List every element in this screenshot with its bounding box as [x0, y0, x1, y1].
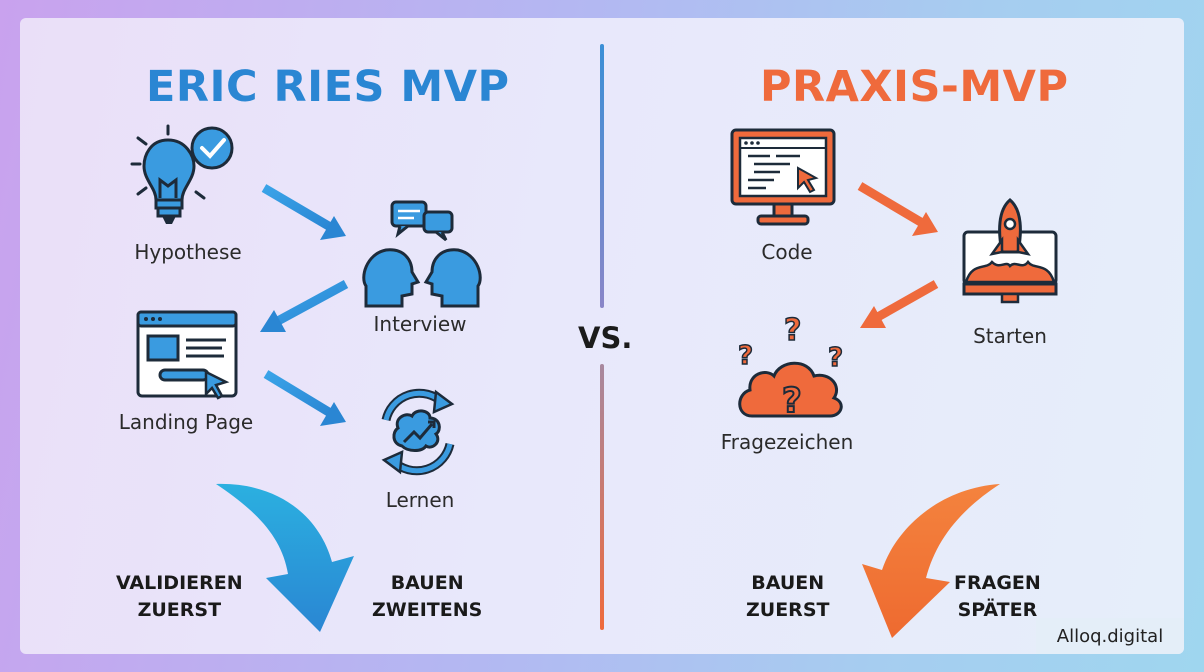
arrow-starten-to-fragezeichen: [860, 280, 939, 328]
big-arrow-right: [862, 484, 1000, 638]
cloud-question-icon: ? ? ? ?: [737, 312, 844, 422]
step-interview: Interview: [373, 312, 467, 336]
arrow-landing-to-lernen: [263, 370, 346, 426]
right-title: PRAXIS-MVP: [760, 62, 1069, 112]
watermark: Alloq.digital: [1036, 618, 1184, 654]
phrase-bauen-zuerst: BAUEN ZUERST: [746, 572, 830, 621]
svg-text:?: ?: [738, 341, 753, 371]
big-arrow-left: [216, 483, 354, 632]
arrow-code-to-starten: [857, 182, 938, 236]
left-title: ERIC RIES MVP: [146, 62, 510, 112]
phrase-validieren-zuerst: VALIDIEREN ZUERST: [116, 572, 243, 621]
phrase-bauen-zweitens: BAUEN ZWEITENS: [372, 572, 483, 621]
step-landing-page: Landing Page: [118, 410, 254, 434]
arrow-hypothese-to-interview: [261, 184, 346, 240]
versus-label: VS.: [578, 321, 633, 355]
svg-text:?: ?: [784, 313, 801, 348]
rocket-launch-icon: [962, 198, 1058, 304]
content-panel: ERIC RIES MVP PRAXIS-MVP VS. Hypothese: [20, 18, 1184, 654]
left-flow-arrows: [216, 184, 354, 632]
phrase-fragen-spaeter: FRAGEN SPÄTER: [954, 572, 1041, 621]
step-code: Code: [761, 240, 813, 264]
brain-cycle-icon: [381, 388, 455, 476]
svg-text:?: ?: [782, 381, 802, 421]
step-fragezeichen: Fragezeichen: [720, 430, 854, 454]
two-heads-speech-icon: [362, 200, 482, 308]
divider-top: [600, 44, 604, 308]
arrow-interview-to-landing: [260, 280, 349, 332]
right-flow-arrows: [857, 182, 1000, 638]
browser-window-icon: [136, 310, 238, 400]
step-hypothese: Hypothese: [134, 240, 242, 264]
divider-bottom: [600, 364, 604, 630]
lightbulb-check-icon: [130, 124, 234, 224]
step-starten: Starten: [973, 324, 1047, 348]
step-lernen: Lernen: [385, 488, 455, 512]
monitor-code-icon: [730, 128, 836, 226]
svg-text:?: ?: [828, 343, 843, 373]
